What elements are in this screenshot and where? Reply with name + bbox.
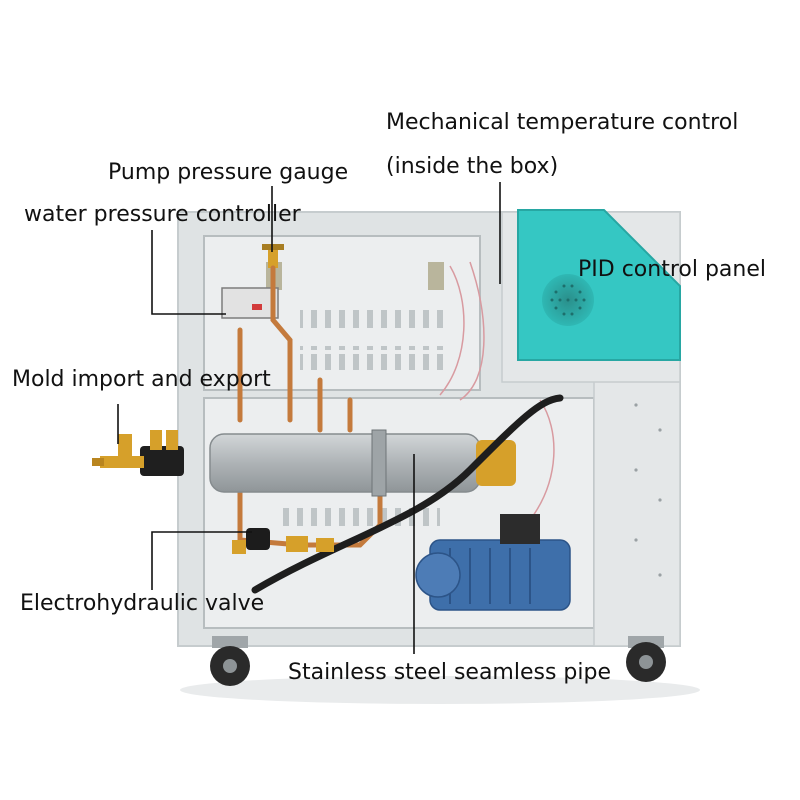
pid-panel-housing: [501, 209, 681, 383]
vent-slots-upper: [300, 306, 450, 330]
brass-valves: [232, 528, 334, 554]
leader-valve: [151, 531, 252, 590]
label-valve: Electrohydraulic valve: [20, 591, 265, 616]
label-pid-panel: PID control panel: [578, 257, 766, 282]
pump-pressure-gauge: [262, 244, 284, 268]
mold-fittings: [92, 430, 184, 476]
bracket-right: [428, 262, 444, 290]
wiring: [439, 261, 555, 521]
floor-shadow: [180, 676, 700, 704]
label-water-controller: water pressure controller: [24, 202, 301, 227]
leader-water-controller: [151, 230, 226, 315]
speaker-grille-icon-name: speaker-grille-icon: [0, 0, 1, 1]
cabinet: [177, 211, 681, 647]
label-mold-io: Mold import and export: [12, 367, 271, 392]
side-panel: [593, 377, 681, 647]
label-mech-temp-line1: Mechanical temperature control: [386, 110, 739, 135]
label-pump-gauge: Pump pressure gauge: [108, 160, 349, 185]
caster-wheel-icon: [210, 636, 250, 686]
black-hose: [251, 394, 564, 594]
label-pipe: Stainless steel seamless pipe: [288, 660, 612, 685]
leader-lines: [117, 182, 501, 654]
stainless-heater-tube: [209, 429, 516, 497]
label-mech-temp-line2: (inside the box): [386, 154, 559, 179]
water-pressure-controller: [221, 287, 279, 319]
pump-motor: [415, 514, 571, 611]
caster-wheel-icon-right: [626, 636, 666, 682]
vent-slots-upper-2: [300, 346, 450, 370]
